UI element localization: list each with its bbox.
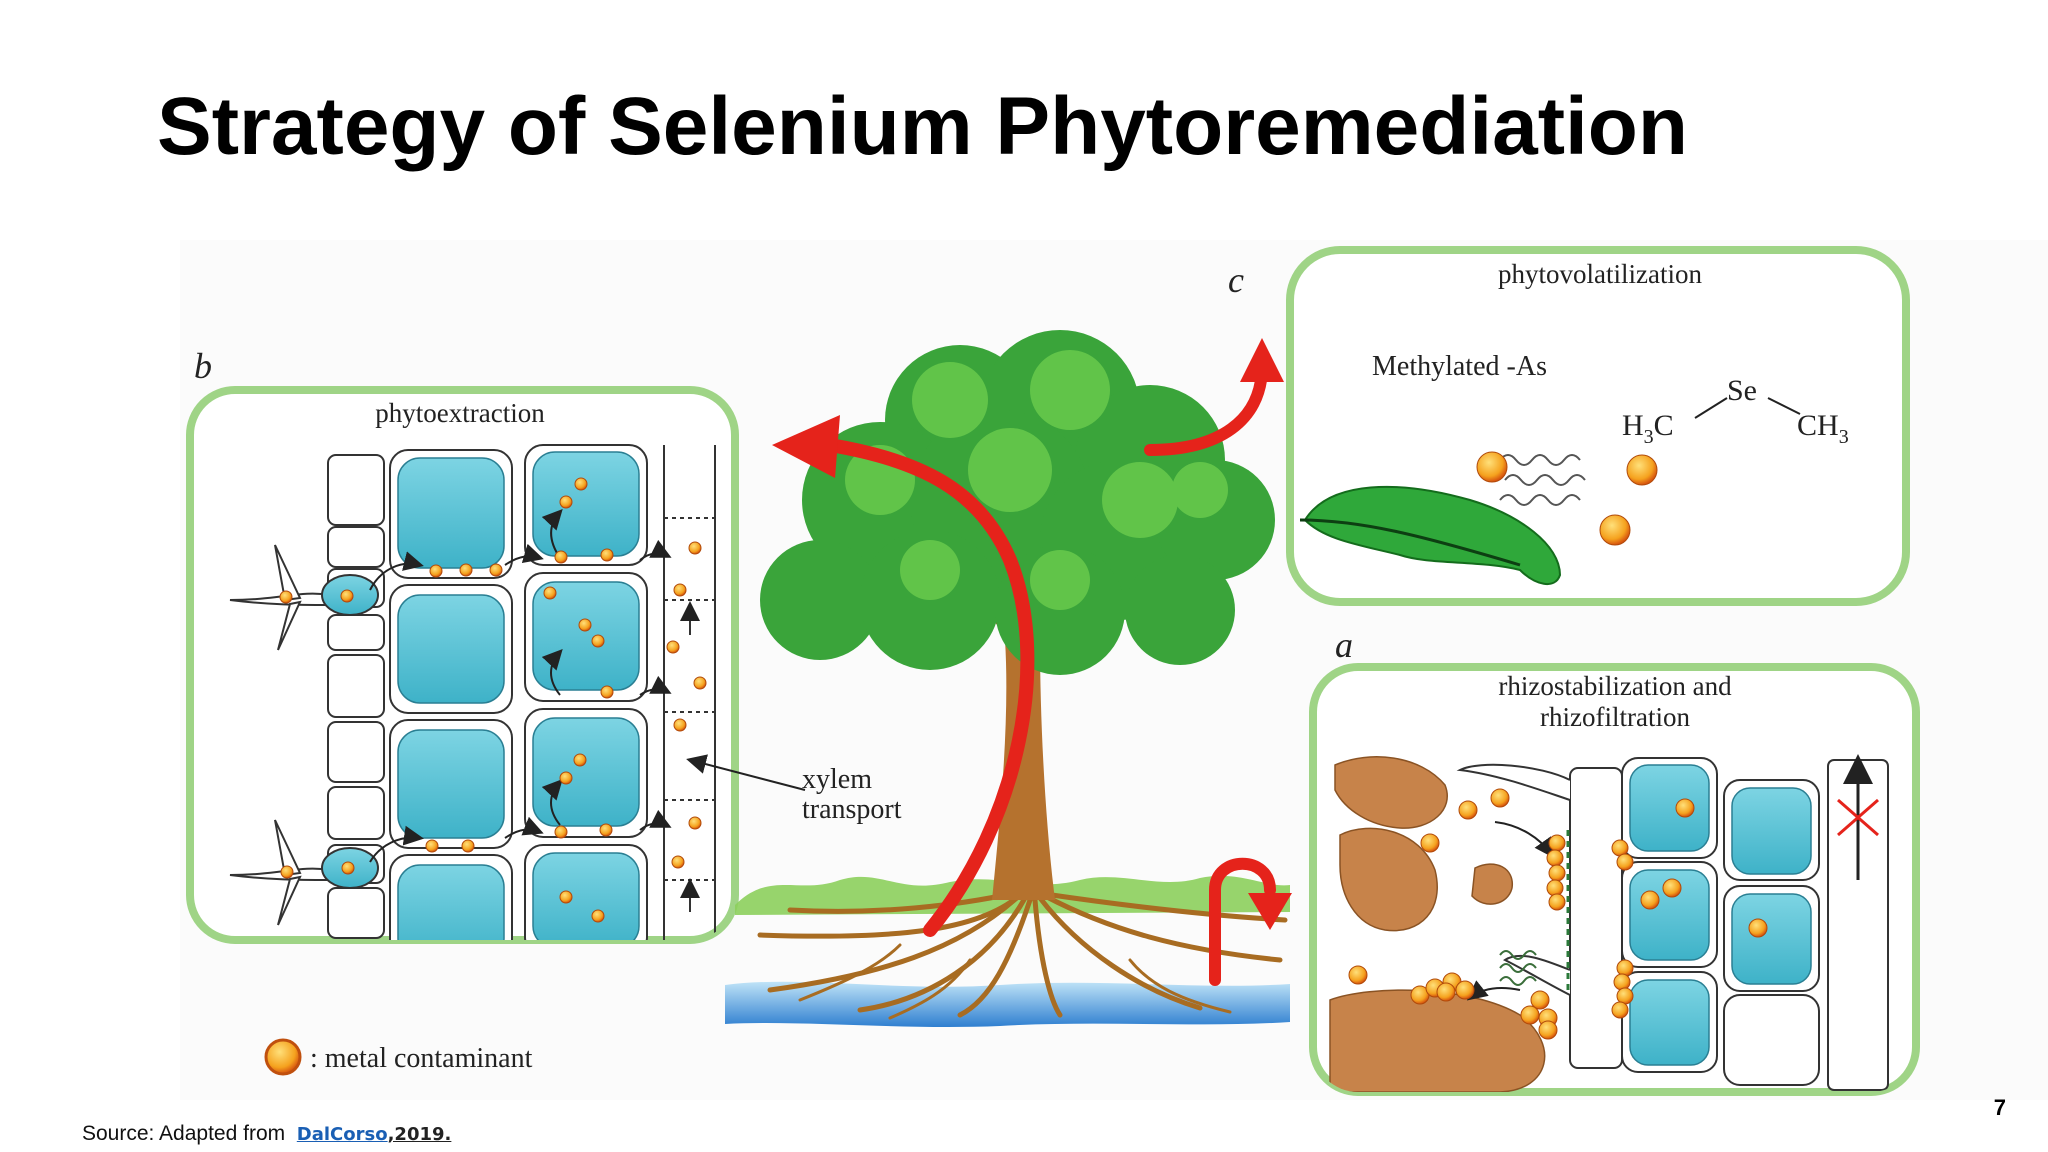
blocked-icon — [1837, 798, 1879, 837]
slide-title: Strategy of Selenium Phytoremediation — [157, 81, 1688, 172]
contaminant-dots-b — [279, 477, 707, 923]
legend: : metal contaminant — [264, 1038, 533, 1076]
panel-phytoextraction: b phytoextraction — [186, 346, 902, 944]
panel-a-title-line2: rhizofiltration — [1540, 702, 1690, 732]
panel-a-letter: a — [1335, 625, 1353, 665]
svg-text:H3C: H3C — [1622, 409, 1674, 448]
panel-b-letter: b — [194, 346, 212, 386]
legend-contaminant-swatch — [264, 1038, 302, 1076]
panel-b-title: phytoextraction — [375, 398, 545, 428]
volatilization-arrow — [1144, 364, 1268, 456]
epidermis-cells — [327, 454, 385, 939]
xylem-label-line1: xylem — [802, 764, 872, 795]
legend-label: : metal contaminant — [310, 1043, 533, 1074]
panel-c-letter: c — [1228, 260, 1244, 300]
xylem-label-line2: transport — [802, 794, 902, 825]
svg-text:Se: Se — [1727, 374, 1757, 407]
leaf-icon — [1303, 485, 1562, 585]
source-citation: Source: Adapted from DalCorso,2019. — [82, 1122, 451, 1146]
root-cells-a — [1456, 754, 1889, 1091]
panel-phytovolatilization: c phytovolatilization Methylated -As H3C… — [1228, 246, 1910, 606]
panel-c-title: phytovolatilization — [1498, 259, 1702, 289]
stabilization-arrow — [1209, 857, 1276, 986]
contaminant-dots-c — [1476, 451, 1658, 546]
trunk — [992, 640, 1055, 900]
source-year[interactable]: ,2019. — [387, 1124, 452, 1145]
panel-rhizostabilization: a rhizostabilization and rhizofiltration — [1309, 625, 1920, 1096]
source-author-link[interactable]: DalCorso — [296, 1124, 388, 1145]
svg-text:CH3: CH3 — [1797, 409, 1849, 448]
contaminant-dots-a — [1348, 788, 1768, 1040]
translocation-arrow — [823, 438, 1035, 937]
xylem-pointer — [686, 754, 806, 791]
compound-label: Methylated -As — [1372, 351, 1547, 382]
soil-particles — [1329, 756, 1546, 1092]
panel-a-title-line1: rhizostabilization and — [1498, 671, 1732, 701]
tree-illustration — [725, 330, 1292, 1027]
groundwater — [725, 981, 1290, 1027]
dimethyl-selenide-formula: H3C Se CH3 — [1622, 374, 1849, 448]
vapor-waves — [1499, 454, 1586, 506]
page-number: 7 — [1993, 1095, 2006, 1120]
source-prefix: Source: Adapted from — [82, 1122, 286, 1145]
